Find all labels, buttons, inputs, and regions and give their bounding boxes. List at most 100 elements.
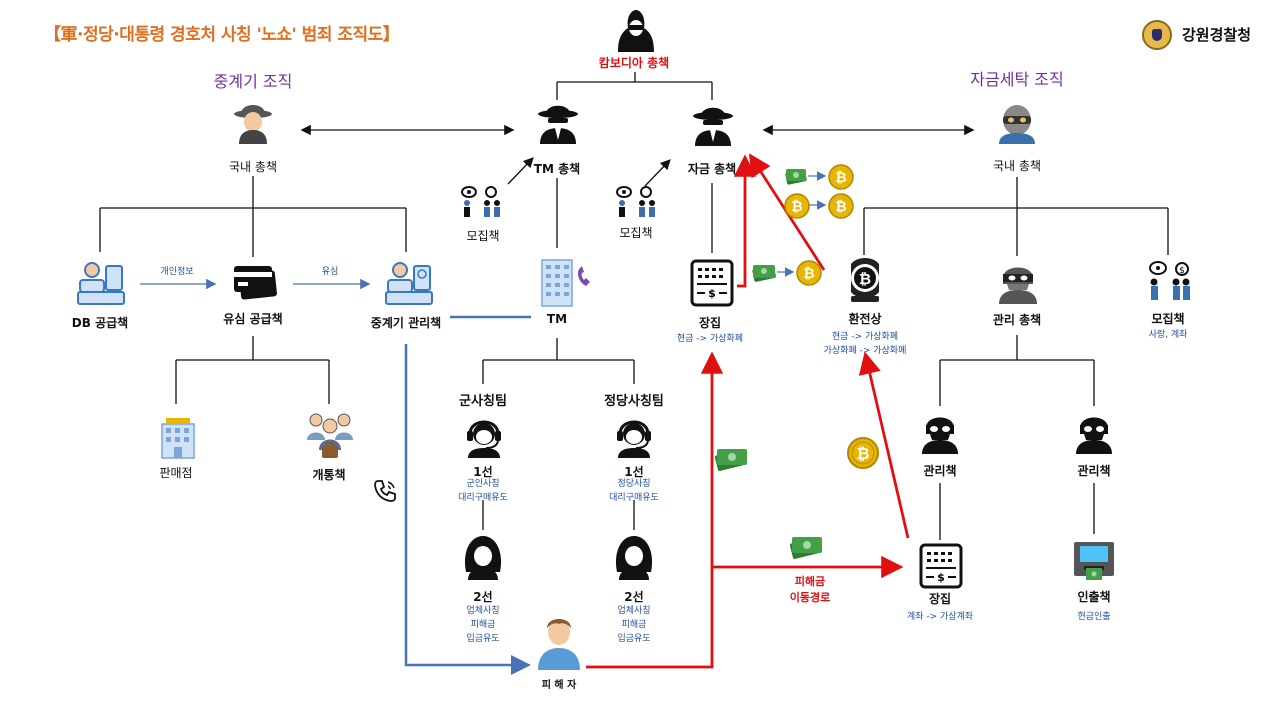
hat-person-icon	[234, 105, 272, 144]
cash-icon	[785, 169, 807, 185]
node-fund-boss: 자금 총책	[687, 162, 737, 176]
svg-text:₿: ₿	[859, 270, 871, 288]
military-1-note-2: 대리구매유도	[458, 493, 508, 503]
bitcoin-icon: ₿	[828, 193, 854, 219]
sim-card-icon	[234, 266, 277, 300]
exchanger-note-1: 현금 -> 가상화폐	[831, 332, 899, 342]
node-recruiter-right: 모집책	[1151, 312, 1185, 326]
svg-text:₿: ₿	[856, 444, 869, 463]
ledger-top-note: 현금 -> 가상화폐	[676, 334, 744, 344]
bitcoin-exchange-icon: ₿	[851, 258, 879, 302]
node-ledger-top: 장집	[698, 316, 722, 330]
node-exchanger: 환전상	[848, 312, 882, 326]
phone-icon	[374, 480, 396, 502]
party-2-note-1: 업체사칭	[617, 606, 651, 616]
group-icon	[307, 413, 353, 458]
party-1-note-2: 대리구매유도	[609, 493, 659, 503]
police-emblem-icon	[1142, 20, 1172, 50]
party-2-note-2: 피해금	[621, 620, 647, 630]
page-title: 【軍·정당·대통령 경호처 사칭 '노쇼' 범죄 조직도】	[44, 25, 400, 45]
shop-building-icon	[161, 418, 195, 459]
node-recruiter-tm: 모집책	[466, 229, 500, 243]
spy-hat-icon	[538, 105, 578, 144]
node-manager-right: 관리책	[1077, 464, 1111, 478]
withdrawer-note: 현금인출	[1077, 612, 1111, 622]
exchanger-note-2: 가상화폐 -> 가상화폐	[823, 346, 907, 356]
node-party-team: 정당사칭팀	[604, 394, 664, 409]
masked-person-icon	[999, 105, 1035, 144]
node-cambodia-boss: 캄보디아 총책	[598, 56, 670, 70]
masked-thief-icon	[1076, 417, 1112, 454]
bitcoin-icon: ₿	[796, 260, 822, 286]
police-logo: 강원경찰청	[1142, 18, 1266, 52]
edge-label-sim: 유심	[321, 267, 339, 277]
ledger-bottom-note: 계좌 -> 가상계좌	[906, 612, 974, 622]
money-route-label-2: 이동경로	[789, 591, 831, 604]
node-victim: 피 해 자	[541, 680, 577, 691]
party-1-note-1: 정당사칭	[617, 479, 651, 489]
atm-icon	[1074, 542, 1114, 580]
node-party-1: 1선	[624, 465, 644, 479]
recruiter-people-icon: $	[1149, 261, 1190, 300]
svg-text:$: $	[937, 571, 945, 584]
node-tm: TM	[546, 312, 568, 326]
section-laundering-org: 자금세탁 조직	[970, 70, 1064, 89]
node-withdrawer: 인출책	[1077, 590, 1111, 604]
operator-computer-icon	[77, 262, 125, 305]
node-relay-boss: 국내 총책	[229, 160, 277, 174]
party-2-note-3: 입금유도	[617, 634, 651, 644]
svg-text:₿: ₿	[835, 170, 846, 186]
military-2-note-1: 업체사칭	[466, 606, 500, 616]
node-ledger-bottom: 장집	[928, 592, 952, 606]
military-2-note-2: 피해금	[470, 620, 496, 630]
masked-thief-icon	[922, 417, 958, 454]
node-tm-boss: TM 총책	[533, 162, 581, 176]
node-relay-manager: 중계기 관리책	[370, 316, 442, 330]
svg-text:₿: ₿	[791, 199, 802, 215]
edge-label-personal-info: 개인정보	[160, 267, 194, 277]
svg-text:₿: ₿	[803, 266, 814, 282]
node-manager-left: 관리책	[923, 464, 957, 478]
military-1-note-1: 군인사칭	[466, 479, 500, 489]
recruiter-people-icon	[461, 186, 500, 217]
cash-icon	[752, 265, 776, 282]
spy-hat-icon	[693, 107, 733, 146]
recruiter-people-icon	[616, 186, 655, 217]
cash-icon	[789, 537, 823, 559]
victim-icon	[538, 619, 580, 670]
node-military-team: 군사칭팀	[459, 394, 507, 409]
node-activator: 개통책	[312, 468, 346, 482]
node-shop: 판매점	[159, 466, 193, 480]
cash-register-icon: $	[919, 543, 963, 589]
node-military-1: 1선	[473, 465, 493, 479]
bitcoin-icon: ₿	[847, 437, 879, 469]
cash-icon	[714, 449, 748, 471]
node-sim-supplier: 유심 공급책	[223, 312, 283, 326]
section-relay-org: 중계기 조직	[213, 72, 293, 91]
node-laundering-boss: 국내 총책	[993, 159, 1041, 173]
hacker-hooded-icon	[618, 10, 654, 52]
masked-thief-icon	[999, 267, 1037, 304]
headset-agent-female-icon	[615, 536, 653, 580]
bitcoin-icon: ₿	[784, 193, 810, 219]
svg-text:₿: ₿	[835, 199, 846, 215]
node-db-supplier: DB 공급책	[71, 316, 129, 330]
military-2-note-3: 입금유도	[466, 634, 500, 644]
node-party-2: 2선	[624, 590, 644, 604]
node-manager-boss: 관리 총책	[992, 313, 1042, 327]
node-military-2: 2선	[473, 590, 493, 604]
headset-agent-female-icon	[464, 536, 502, 580]
agency-name: 강원경찰청	[1182, 26, 1252, 44]
recruiter-right-note: 사랑, 계좌	[1148, 330, 1188, 340]
bitcoin-icon: ₿	[828, 164, 854, 190]
headset-agent-icon	[617, 420, 651, 458]
money-route-label-1: 피해금	[794, 575, 826, 588]
headset-agent-icon	[467, 420, 501, 458]
building-phone-icon	[541, 259, 590, 307]
cash-register-icon: $	[690, 259, 734, 307]
svg-text:$: $	[1179, 266, 1185, 276]
node-recruiter-fund: 모집책	[619, 226, 653, 240]
svg-text:$: $	[708, 287, 716, 300]
operator-computer-icon	[385, 262, 433, 305]
